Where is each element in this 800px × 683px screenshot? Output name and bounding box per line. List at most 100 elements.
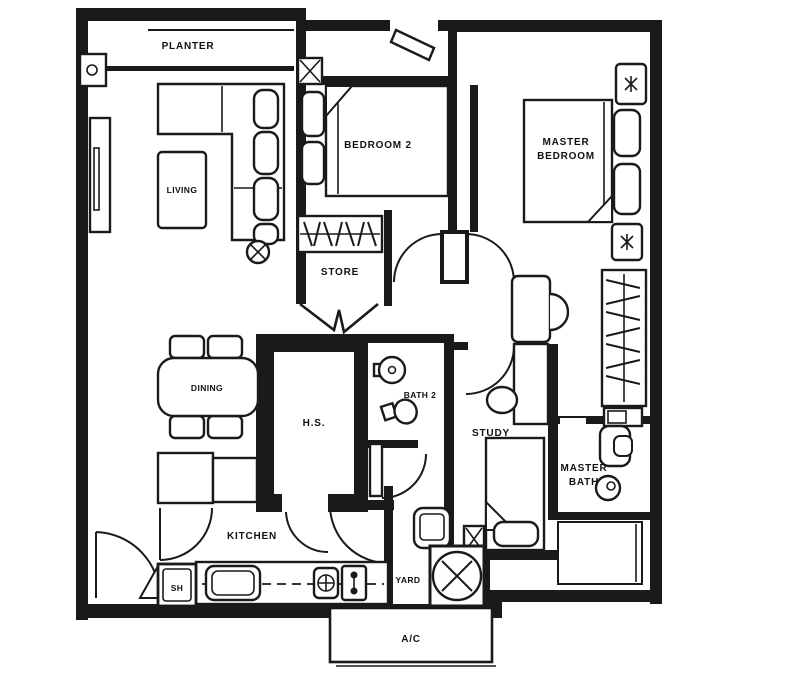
bed2-pillow-icon (300, 140, 326, 186)
master-bath-label-line1: MASTER (560, 463, 607, 474)
room-labels: PLANTER LIVING BEDROOM 2 MASTER BEDROOM … (162, 41, 607, 645)
yard-sink-inner (419, 513, 445, 541)
wall-yard-left (384, 486, 393, 606)
wall-study-left (444, 334, 454, 546)
hs-door-gap (282, 494, 328, 512)
wall-yard-right (482, 546, 490, 608)
bed2-pillow-icon (300, 90, 326, 138)
master-bath-label-line2: BATH (569, 477, 599, 488)
bed2-blanket-fold (325, 85, 355, 119)
wall-study-right (548, 344, 558, 520)
dining-zone (156, 334, 260, 440)
dining-chair-icon (206, 414, 244, 440)
wardrobe-hangers-icon (605, 279, 641, 385)
ac-label: A/C (401, 634, 421, 645)
store-label: STORE (321, 267, 359, 278)
store-bifold-door-icon (299, 302, 379, 335)
wall-masterbath-bottom (548, 512, 656, 520)
yard-zone (412, 506, 486, 608)
master-bedroom-label-line1: MASTER (542, 137, 589, 148)
side-table-cross (249, 243, 267, 261)
lamp-icon (624, 76, 638, 92)
outer-wall-bottom-right (490, 590, 662, 602)
study-zone (462, 342, 550, 554)
bath2-bowl (393, 398, 418, 425)
entrance-door-leaf (389, 28, 436, 62)
living-zone (88, 82, 286, 265)
living-label: LIVING (167, 185, 198, 195)
hs-label: H.S. (303, 418, 326, 429)
master-bed-blanket-fold (585, 193, 613, 223)
bedroom2-label: BEDROOM 2 (344, 140, 412, 151)
hall-basin-icon (549, 292, 570, 332)
hall-right-door-arc (465, 233, 515, 283)
bath2-label: BATH 2 (404, 390, 436, 400)
planter-drain-box (78, 52, 108, 88)
planter-drain-icon (86, 64, 98, 76)
kitchen-label: KITCHEN (227, 531, 277, 542)
sofa-icon (156, 82, 286, 242)
hob-burner-cross (318, 575, 334, 591)
sofa-bolster-icon (252, 176, 280, 222)
hs-door-arc (285, 511, 329, 554)
wall-planter-bottom (88, 66, 294, 71)
tv-console-icon (88, 116, 112, 234)
kitchen-cabinet-icon (156, 451, 215, 505)
wall-bath2-top (368, 334, 454, 343)
wall-study-bottom (484, 550, 558, 560)
kitchen-sink-icon (204, 564, 262, 602)
bedroom2-zone (296, 56, 450, 254)
outer-wall-left (76, 8, 88, 620)
dining-table-icon (156, 356, 260, 418)
sh-label: SH (171, 583, 184, 593)
wardrobe2-hangers-icon (303, 221, 377, 247)
lamp-icon (620, 234, 634, 250)
tv-console-detail (93, 147, 100, 211)
masterbath-door-gap (560, 418, 586, 424)
sofa-bolster-icon (252, 130, 280, 176)
master-pillow-icon (612, 162, 642, 216)
kitchen-cabinet-icon (211, 456, 259, 504)
hall-wall-post (440, 230, 469, 284)
outer-wall-top-right (452, 20, 662, 32)
wall-bedroom2-right (448, 20, 457, 232)
planter-zone (78, 52, 108, 88)
entrance-door-gap (390, 20, 438, 31)
outer-wall-top-left (76, 8, 306, 21)
walls (76, 8, 662, 620)
sofa-bolster-icon (252, 88, 280, 130)
master-bedroom-zone (522, 62, 648, 262)
yard-label: YARD (396, 575, 421, 585)
desk-chair-icon (485, 385, 519, 415)
outer-wall-right (650, 20, 662, 604)
kitchen-zone (156, 451, 390, 608)
shower-ledge (557, 521, 643, 585)
wall-master-left (470, 85, 478, 232)
study-pillow-icon (492, 520, 540, 548)
master-pillow-icon (612, 108, 642, 158)
kitchen-door-arc (159, 507, 213, 561)
wall-foyer-bottom (306, 76, 454, 85)
planter-label: PLANTER (162, 41, 215, 52)
desk-icon (512, 342, 550, 426)
sh-shaft-inner (162, 568, 192, 602)
bath2-zone (372, 355, 418, 425)
wall-study-top-stub (453, 342, 468, 350)
ac-ledge-zone (328, 606, 496, 667)
yard-door-arc (329, 504, 389, 564)
corridor-zone (510, 268, 648, 428)
master-bedroom-label-line2: BEDROOM (537, 151, 595, 162)
wall-hs-to-yard (366, 500, 394, 510)
dining-chair-icon (206, 334, 244, 360)
hs-inner-room (274, 352, 354, 494)
hall-left-door-arc (393, 233, 443, 283)
wall-bath2-bottom (368, 440, 418, 448)
foyer-vent-cross (299, 59, 321, 83)
wardrobe-drawer-detail (607, 410, 627, 424)
bath2-basin-icon (377, 355, 407, 385)
dining-label: DINING (191, 383, 223, 393)
hall-cabinet-icon (510, 274, 552, 344)
study-label: STUDY (472, 428, 510, 439)
